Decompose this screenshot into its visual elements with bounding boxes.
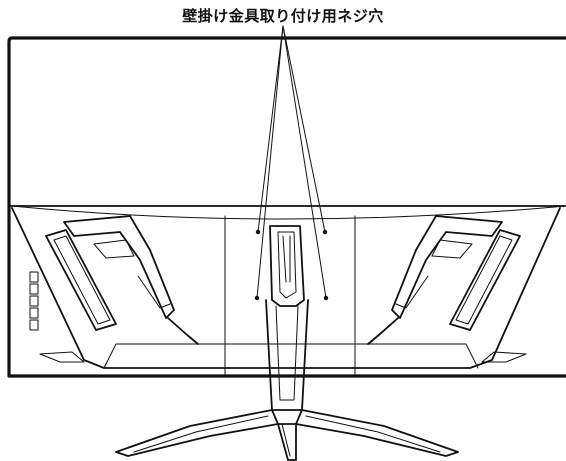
screw-hole-bottom-left [254,295,260,301]
io-ports [29,271,39,331]
left-accent-panel [39,215,199,363]
screw-hole-bottom-right [323,295,329,301]
callout-leader-lines [256,25,327,299]
rear-body-outline [11,207,561,369]
screw-hole-top-right [322,229,328,235]
screw-hole-top-left [255,229,261,235]
wall-mount-screw-holes [254,229,329,301]
right-accent-panel [367,215,527,363]
stand-neck [265,225,309,411]
monitor-back-panel [7,36,566,378]
screw-hole-callout-label: 壁掛け金具取り付け用ネジ穴 [182,7,384,25]
stand-base [115,409,459,461]
